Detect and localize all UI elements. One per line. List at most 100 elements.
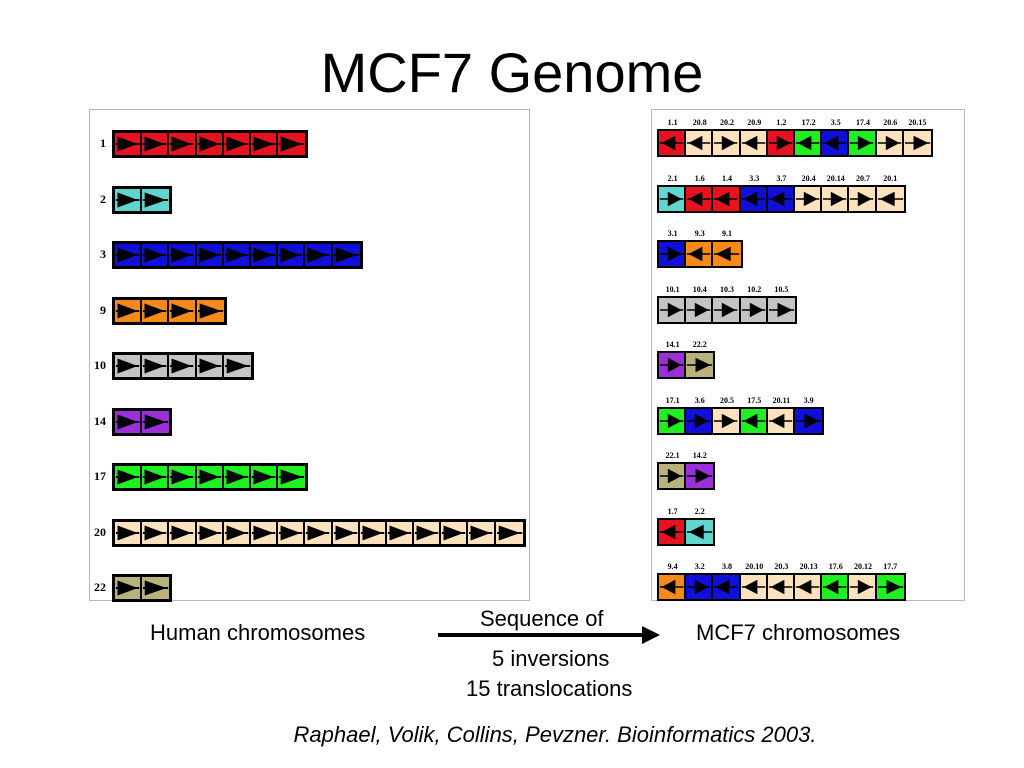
- arrow-right-icon: [795, 191, 820, 206]
- chromosome-segment: [767, 408, 795, 433]
- segment-label: 17.7: [883, 562, 898, 571]
- segment-label: 9.4: [667, 562, 678, 571]
- arrow-left-icon: [768, 191, 793, 206]
- translocations-caption: 15 translocations: [466, 676, 633, 701]
- chromosome-segment: [740, 186, 768, 211]
- arrow-right-icon: [143, 303, 167, 318]
- arrow-right-icon: [251, 525, 276, 540]
- chromosome-segment: [740, 297, 768, 322]
- chromosome-segment: [115, 299, 143, 322]
- arrow-left-icon: [877, 191, 903, 206]
- chromosome-segment: [414, 521, 442, 544]
- arrow-right-icon: [251, 247, 276, 263]
- arrow-right-icon: [659, 357, 684, 373]
- arrow-left-icon: [687, 135, 711, 151]
- chromosome-segment: [686, 464, 714, 488]
- chromosome-segment: [659, 131, 687, 155]
- mcf7-chromosome-bar: [657, 184, 906, 213]
- chromosome-segment: [794, 408, 823, 433]
- segment-label: 17.6: [828, 562, 843, 571]
- human-chromosome-bar: [112, 518, 526, 547]
- arrow-right-icon: [279, 247, 303, 263]
- arrow-right-icon: [197, 136, 221, 152]
- chromosome-segment: [659, 242, 687, 266]
- arrow-left-icon: [714, 579, 738, 595]
- arrow-right-icon: [659, 468, 684, 484]
- chromosome-segment: [713, 408, 741, 433]
- segment-label: 10.5: [774, 284, 789, 294]
- chromosome-segment: [441, 521, 469, 544]
- arrow-right-icon: [143, 136, 167, 152]
- arrow-right-icon: [768, 302, 794, 317]
- human-chromosome-bar: [112, 463, 309, 491]
- chromosome-segment: [767, 297, 795, 322]
- human-chromosome-bar: [112, 352, 254, 380]
- arrow-left-icon: [823, 579, 847, 595]
- chromosome-segment: [740, 408, 768, 433]
- chromosome-segment: [250, 466, 279, 488]
- segment-label: 9.3: [694, 229, 705, 238]
- arrow-right-icon: [904, 135, 930, 151]
- arrow-right-icon: [306, 247, 330, 263]
- chromosome-segment: [659, 575, 687, 599]
- chromosome-segment: [686, 353, 714, 377]
- chromosome-segment: [794, 186, 823, 211]
- segment-label: 22.1: [665, 451, 680, 460]
- chromosome-segment: [223, 521, 251, 544]
- chromosome-segment: [822, 186, 850, 211]
- chromosome-segment: [659, 297, 687, 322]
- chromosome-segment: [359, 521, 387, 544]
- arrow-right-icon: [687, 468, 713, 484]
- chromosome-label: 3: [100, 247, 106, 261]
- mcf7-chromosome-bar: [657, 295, 797, 324]
- chromosome-label: 2: [100, 191, 106, 206]
- arrow-right-icon: [687, 579, 711, 595]
- chromosome-segment: [169, 355, 197, 377]
- segment-label: 20.5: [719, 395, 734, 405]
- arrow-right-icon: [197, 469, 221, 485]
- chromosome-segment: [468, 521, 496, 544]
- arrow-left-icon: [659, 524, 684, 539]
- chromosome-segment: [142, 355, 170, 377]
- segment-label: 20.1: [883, 173, 898, 183]
- arrow-right-icon: [333, 247, 359, 263]
- chromosome-segment: [115, 466, 143, 488]
- segment-label: 20.6: [883, 118, 898, 127]
- segment-label: 20.11: [772, 395, 791, 405]
- chromosome-segment: [713, 242, 741, 266]
- chromosome-segment: [767, 186, 795, 211]
- inversions-caption: 5 inversions: [492, 646, 610, 671]
- chromosome-segment: [713, 131, 741, 155]
- chromosome-segment: [142, 188, 170, 211]
- chromosome-segment: [767, 131, 795, 155]
- arrow-right-icon: [687, 302, 711, 317]
- arrow-right-icon: [143, 247, 167, 263]
- chromosome-segment: [196, 133, 224, 155]
- human-chromosome-bar: [112, 296, 227, 325]
- chromosome-segment: [196, 244, 224, 266]
- chromosome-segment: [142, 577, 170, 599]
- chromosome-segment: [767, 575, 795, 599]
- segment-label: 20.8: [692, 118, 707, 127]
- arrow-right-icon: [170, 136, 194, 152]
- human-chromosome-bar: [112, 574, 173, 602]
- segment-label: 14.1: [665, 340, 680, 349]
- chromosome-segment: [876, 186, 904, 211]
- segment-label: 20.12: [853, 562, 872, 571]
- segment-label: 20.3: [774, 562, 789, 571]
- arrow-left-icon: [795, 579, 820, 595]
- chromosome-segment: [115, 521, 143, 544]
- arrow-right-icon: [224, 358, 250, 374]
- arrow-left-icon: [741, 579, 765, 595]
- human-chromosome-bar: [112, 407, 173, 436]
- arrow-right-icon: [442, 525, 466, 540]
- chromosome-segment: [849, 186, 877, 211]
- chromosome-segment: [196, 466, 224, 488]
- segment-label: 10.2: [747, 284, 762, 294]
- transformation-arrow-head: [642, 626, 660, 644]
- segment-label: 20.14: [826, 173, 845, 183]
- mcf7-chromosome-bar: [657, 240, 743, 268]
- segment-label: 3.1: [667, 229, 678, 238]
- chromosome-segment: [169, 244, 197, 266]
- arrow-right-icon: [279, 525, 303, 540]
